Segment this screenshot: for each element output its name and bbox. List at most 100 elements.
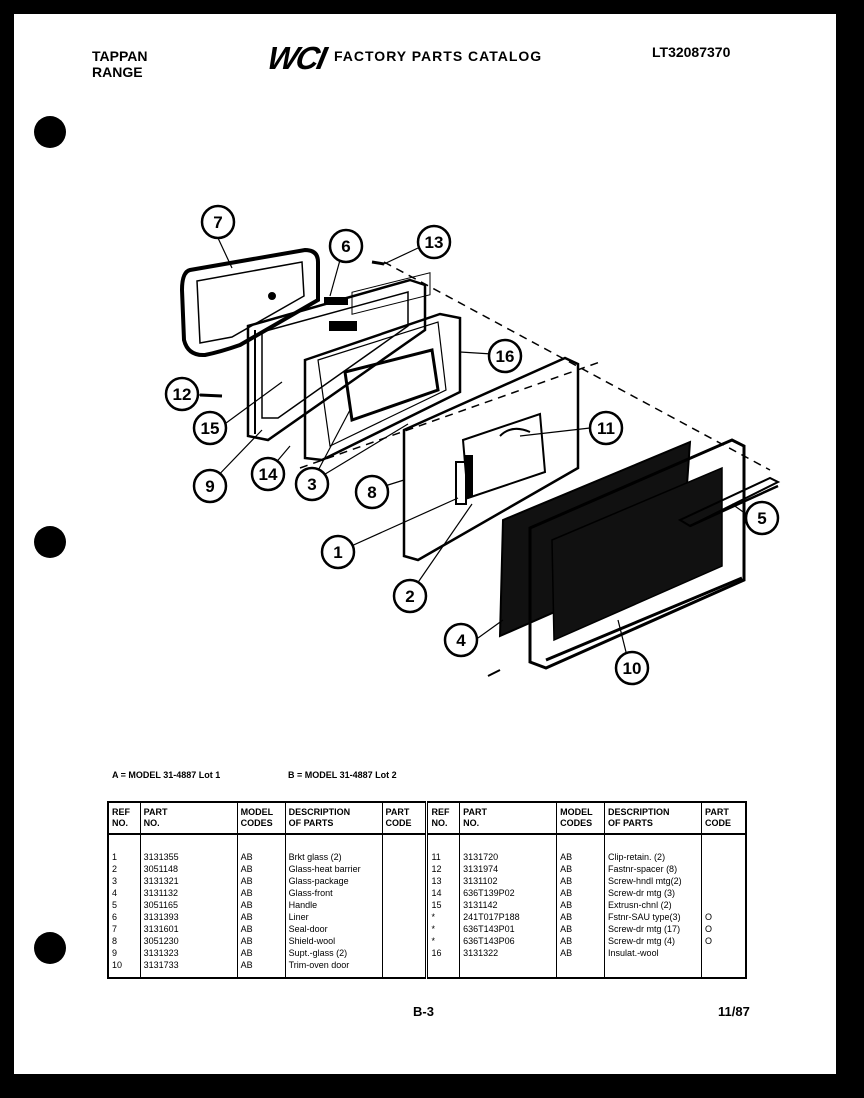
cell-model: AB [236,959,286,978]
cell-desc: Screw-hndl mtg(2) [604,875,703,887]
cell-ref: 9 [107,947,141,959]
cell-ref: 3 [107,875,141,887]
cell-part: 636T139P02 [459,887,558,899]
cell-model: AB [236,899,286,911]
cell-ref: * [425,911,461,923]
cell-code [381,887,428,899]
callout-label: 15 [201,419,220,438]
page-number: B-3 [413,1004,434,1019]
callout-8 [354,474,390,510]
cell-ref: 16 [425,947,461,959]
cell-ref: 1 [107,834,141,863]
cell-desc: Screw-dr mtg (17) [604,923,703,935]
punch-hole [34,526,66,558]
callout-label: 3 [307,475,316,494]
callout-14 [250,456,286,492]
callout-label: 13 [425,233,444,252]
cell-model: AB [556,887,606,899]
edge-mark [0,60,10,69]
cell-desc: Insulat.-wool [604,947,703,959]
cell-part: 3131974 [459,863,558,875]
callout-label: 9 [205,477,214,496]
cell-desc: Brkt glass (2) [284,834,383,863]
model-legend-a: A = MODEL 31-4887 Lot 1 [112,770,221,780]
cell-part: 3131321 [139,875,238,887]
cell-ref: 5 [107,899,141,911]
brand-block: TAPPAN RANGE [92,48,147,80]
callout-label: 11 [597,419,615,438]
cell-code [701,899,747,911]
cell-desc: Screw-dr mtg (4) [604,935,703,947]
callout-2 [392,578,428,614]
edge-mark [0,340,10,349]
callout-7 [200,204,236,240]
cell-ref: 6 [107,911,141,923]
cell-part: 3131322 [459,947,558,959]
cell-model: AB [556,947,606,959]
cell-ref: 11 [425,834,461,863]
catalog-code: LT32087370 [652,44,731,60]
cell-code [381,911,428,923]
cell-desc: Glass-heat barrier [284,863,383,875]
edge-mark [0,90,10,99]
callout-10 [614,650,650,686]
cell-part: 3131720 [459,834,558,863]
cell-ref: 2 [107,863,141,875]
cell-code: O [701,923,747,935]
callout-label: 16 [496,347,515,366]
cell-code [701,947,747,959]
cell-desc: Shield-wool [284,935,383,947]
cell-desc: Glass-front [284,887,383,899]
cell-part: 3131733 [139,959,238,978]
edge-mark [0,212,10,221]
cell-part: 3051148 [139,863,238,875]
cell-desc [604,959,703,978]
cell-part: 3051230 [139,935,238,947]
cell-desc: Clip-retain. (2) [604,834,703,863]
cell-part: 3131393 [139,911,238,923]
cell-code [701,863,747,875]
callout-3 [294,466,330,502]
cell-model: AB [236,923,286,935]
cell-part [459,959,558,978]
cell-code [381,959,428,978]
cell-model: AB [236,863,286,875]
cell-ref: 7 [107,923,141,935]
cell-code [701,887,747,899]
callout-11 [588,410,624,446]
callout-15 [192,410,228,446]
cell-model: AB [556,911,606,923]
cell-desc: Fastnr-spacer (8) [604,863,703,875]
cell-ref: * [425,923,461,935]
cell-part: 3131323 [139,947,238,959]
punch-hole [34,116,66,148]
cell-model: AB [556,834,606,863]
callout-label: 10 [623,659,642,678]
exploded-door-diagram: 7 6 13 12 16 15 11 9 14 3 8 5 1 2 4 10 [164,204,781,686]
cell-ref: * [425,935,461,947]
cell-ref: 12 [425,863,461,875]
cell-desc: Glass-package [284,875,383,887]
cell-model: AB [556,863,606,875]
cell-model [556,959,606,978]
edge-mark [0,262,10,271]
cell-desc: Supt.-glass (2) [284,947,383,959]
cell-model: AB [236,887,286,899]
cell-ref: 8 [107,935,141,947]
cell-part: 241T017P188 [459,911,558,923]
edge-mark [0,160,10,169]
cell-code [381,935,428,947]
cell-ref: 13 [425,875,461,887]
cell-code [381,899,428,911]
cell-code [701,875,747,887]
